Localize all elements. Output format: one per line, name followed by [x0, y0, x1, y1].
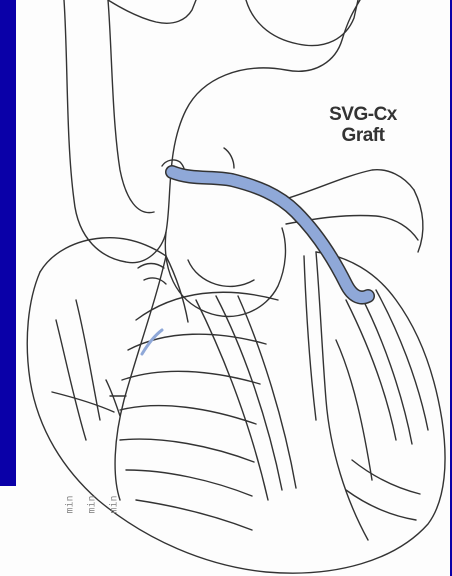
aorta-inner-outline — [108, 0, 154, 213]
pulmonary-inner — [188, 260, 254, 286]
upper-vessel-right — [246, 0, 358, 46]
upper-vessel-left — [108, 0, 196, 23]
artifact-text-2: min — [87, 498, 98, 514]
right-ventricle-edge — [115, 256, 166, 500]
graft-label: SVG-Cx Graft — [308, 104, 418, 146]
artifact-text-1: min — [65, 498, 76, 514]
heart-drawing — [16, 0, 450, 576]
left-atrium-edge — [414, 190, 423, 252]
svg-cx-graft — [172, 172, 368, 298]
heart-illustration-panel: SVG-Cx Graft — [16, 0, 450, 576]
interventricular-groove-2 — [304, 256, 316, 420]
scan-artifact-text: min min min — [62, 500, 122, 511]
pulmonary-vein-upper — [282, 170, 414, 200]
artifact-text-3: min — [109, 498, 120, 514]
graft-label-line1: SVG-Cx — [308, 104, 418, 125]
graft-label-line2: Graft — [308, 125, 418, 146]
heart-outline — [27, 252, 445, 573]
right-atrium-outline — [40, 238, 166, 272]
